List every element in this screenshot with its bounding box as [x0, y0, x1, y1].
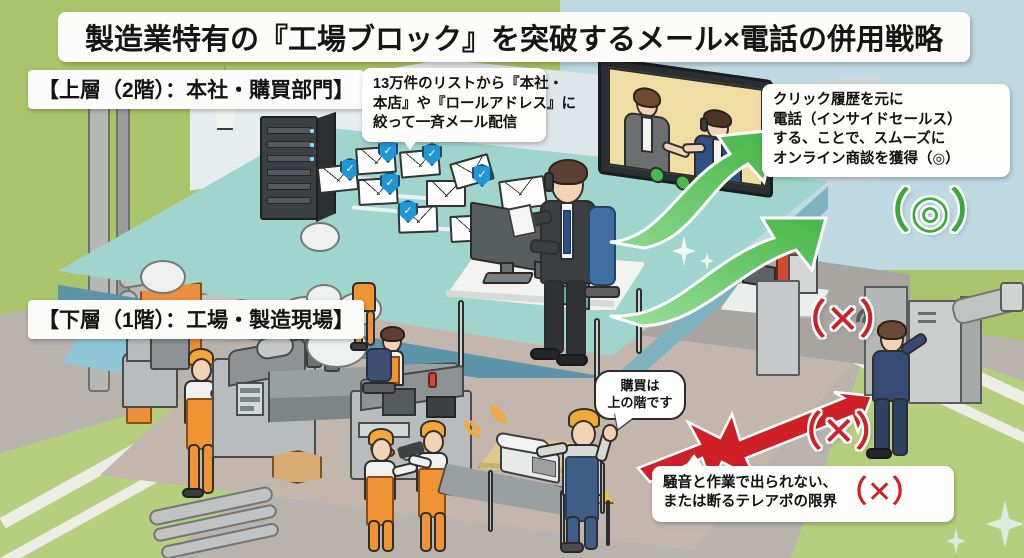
blue-worker-overalls	[565, 456, 599, 522]
blue-worker-leg-right	[584, 516, 598, 550]
floor-label-lower: 【下層（1階）：工場・製造現場】	[28, 300, 365, 339]
factory-worker-bubble-line-1: 購買は	[620, 378, 660, 393]
factory-chair-seat	[362, 382, 396, 394]
shield-check-icon: ✓	[380, 172, 400, 195]
cabinet-vent	[918, 320, 936, 323]
email-blast-line-2: 本店』や『ロールアドレス』に	[373, 95, 576, 112]
worker-3-leg-right	[366, 310, 375, 346]
control-cabinet	[756, 280, 800, 376]
email-blast-line-1: 13万件のリストから『本社・	[373, 76, 564, 92]
rep-leg-left	[544, 280, 564, 354]
blue-worker-hand-stop	[602, 424, 618, 442]
steam-cloud-icon	[300, 222, 340, 252]
cabinet-worker-shoe	[866, 448, 892, 459]
telemarketing-limit-callout-tail	[684, 454, 704, 468]
worker-5-leg-left	[420, 512, 432, 552]
inside-sales-callout: クリック履歴を元に 電話（インサイドセールス） する、ことで、スムーズに オンラ…	[762, 84, 1010, 178]
green-arrow-lower	[609, 216, 828, 328]
server-rack-icon	[260, 116, 318, 220]
worker-2-hair	[380, 326, 405, 342]
blocked-mark-lower: （✕）	[782, 410, 896, 454]
worker-4-overalls	[366, 476, 394, 526]
telemarketing-limit-callout: 騒音と作業で出られない、 または断るテレアポの限界 （✕）	[652, 466, 954, 522]
rep-hair	[548, 159, 588, 185]
panel-row	[240, 388, 260, 393]
worker-4-head	[371, 438, 392, 462]
shield-check-icon: ✓	[398, 200, 418, 223]
monitor-base	[481, 272, 535, 284]
office-chair-seat	[584, 286, 620, 298]
rep-leg-right	[566, 280, 586, 358]
inside-sales-line-4: オンライン商談を獲得（◎）	[773, 150, 960, 167]
cabinet-worker-leg-right	[892, 398, 908, 456]
cabinet-worker-torso	[872, 350, 910, 402]
email-blast-line-3: 絞って一斉メール配信	[373, 115, 518, 132]
worker-1-head	[191, 358, 212, 382]
indicator-lamp	[428, 372, 437, 388]
blue-worker-shoe	[560, 542, 584, 553]
pipe-fan	[1000, 282, 1024, 312]
inside-sales-line-1: クリック履歴を元に	[773, 92, 904, 108]
inside-sales-line-3: する、ことで、スムーズに	[773, 131, 946, 148]
cabinet-worker-hair	[877, 320, 907, 340]
worker-4-leg-left	[368, 520, 380, 552]
worker-4-leg-right	[382, 520, 394, 552]
rep-shoe-right	[556, 354, 588, 366]
headset-icon	[544, 172, 554, 192]
shield-check-icon: ✓	[472, 164, 492, 187]
steam-cloud-icon	[140, 260, 186, 294]
worker-1-leg-left	[188, 444, 200, 494]
factory-chair-back	[366, 348, 392, 382]
inside-sales-line-2: 電話（インサイドセールス）	[773, 111, 962, 128]
success-mark: （◎）	[864, 185, 997, 237]
telemarketing-limit-mark: （✕）	[837, 476, 923, 509]
telemarketing-limit-line-1: 騒音と作業で出られない、	[663, 474, 837, 491]
phone-keypad	[532, 456, 556, 478]
factory-worker-bubble: 購買は 上の階です	[594, 370, 686, 420]
floor-label-upper-text: 【上層（2階）：本社・購買部門】	[38, 79, 355, 102]
worker-5-leg-right	[434, 512, 446, 552]
cardboard-crate	[272, 450, 322, 484]
control-display-2	[426, 396, 456, 418]
panel-row	[240, 397, 260, 402]
panel-row	[240, 406, 254, 411]
cabinet-vent	[918, 312, 936, 315]
office-chair-back	[588, 206, 616, 286]
worker-1-overalls	[186, 398, 214, 450]
page-title-text: 製造業特有の『工場ブロック』を突破するメール×電話の併用戦略	[85, 24, 943, 56]
telemarketing-limit-line-2: または断るテレアポの限界	[663, 494, 837, 511]
blocked-mark-upper: （✕）	[786, 298, 900, 342]
email-blast-callout: 13万件のリストから『本社・ 本店』や『ロールアドレス』に 絞って一斉メール配信	[362, 68, 576, 142]
blue-worker-head	[571, 420, 596, 448]
floor-label-lower-text: 【下層（1階）：工場・製造現場】	[38, 309, 355, 332]
email-blast-callout-tail	[400, 136, 420, 150]
rep-necktie	[563, 210, 571, 254]
page-title: 製造業特有の『工場ブロック』を突破するメール×電話の併用戦略	[58, 12, 970, 62]
worker-5-head	[423, 430, 444, 454]
sign-post	[606, 500, 610, 546]
rep-arm-right	[529, 238, 561, 256]
factory-worker-bubble-line-2: 上の階です	[607, 394, 673, 410]
worker-1-shoe	[182, 488, 204, 498]
worker-3-shoe	[350, 342, 368, 351]
phone-desk-leg	[488, 470, 493, 532]
worker-1-leg-right	[202, 444, 214, 494]
floor-label-upper: 【上層（2階）：本社・購買部門】	[28, 70, 365, 109]
shield-check-icon: ✓	[422, 143, 442, 166]
